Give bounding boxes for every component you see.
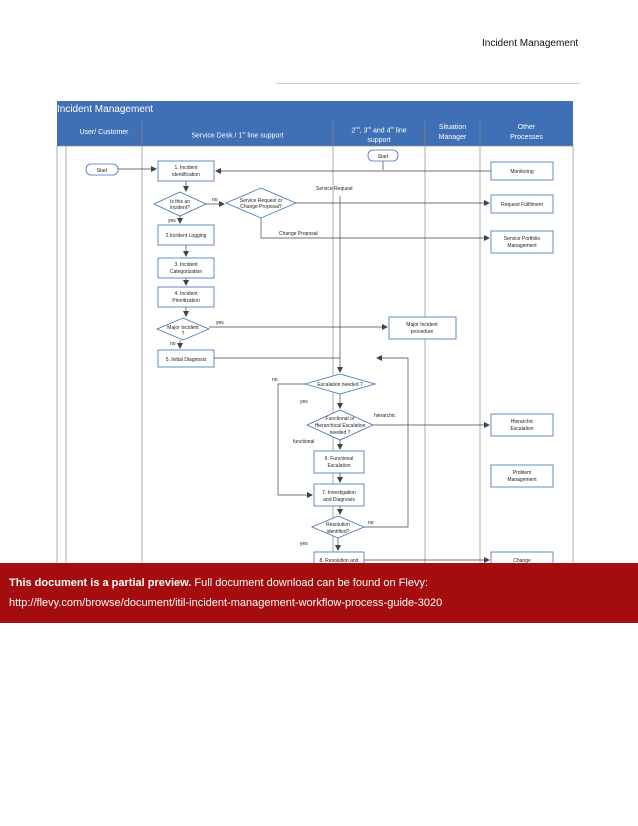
step-7-label-1: 7. Investigation bbox=[322, 490, 356, 496]
preview-banner bbox=[0, 563, 638, 623]
decision-is-incident-label-2: incident? bbox=[170, 205, 190, 211]
step-4-label-2: Prioritization bbox=[172, 298, 200, 304]
edge-label-hierarchic: hierarchic bbox=[374, 413, 396, 419]
major-incident-procedure-box bbox=[388, 316, 457, 340]
lane-header-user: User/ Customer bbox=[79, 129, 129, 136]
document-header-title: Incident Management bbox=[482, 38, 579, 49]
edge-label-yes-1: yes bbox=[168, 218, 176, 224]
pool-header bbox=[57, 101, 573, 146]
lane-header-service-desk: Service Desk / 1st line support bbox=[191, 130, 284, 140]
start-support-label: Start bbox=[378, 154, 389, 160]
decision-major-label-1: Major Incident bbox=[167, 325, 199, 331]
decision-resolution-label-1: Resolution bbox=[326, 522, 350, 528]
decision-service-request-label-1: Service Request or bbox=[240, 198, 283, 204]
service-portfolio-label-2: Management bbox=[507, 243, 537, 249]
problem-management-label-1: Problem bbox=[513, 470, 532, 476]
edge-label-change-proposal: Change Proposal bbox=[279, 231, 318, 237]
step-1-label-1: 1. Incident bbox=[174, 165, 198, 171]
step-4-box bbox=[157, 286, 215, 308]
step-3-label-2: Categorization bbox=[170, 269, 202, 275]
step-6-label-1: 6. Functional bbox=[325, 456, 354, 462]
request-fulfilment-label: Request Fulfilment bbox=[501, 202, 543, 208]
service-portfolio-label-1: Service Portfolio bbox=[504, 236, 541, 242]
decision-functional-label-1: Functional or bbox=[326, 416, 355, 422]
step-3-label-1: 3. Incident bbox=[174, 262, 198, 268]
decision-escalation-label: Escalation needed ? bbox=[317, 382, 363, 388]
edge-resolution-no-loop bbox=[364, 355, 409, 528]
decision-major-label-2: ? bbox=[182, 331, 185, 337]
monitoring-label: Monitoring bbox=[510, 169, 534, 175]
request-fulfilment-box bbox=[490, 194, 554, 214]
start-user-terminal bbox=[85, 163, 119, 176]
step-2-label: 2.Incident Logging bbox=[166, 233, 207, 239]
preview-banner-message: This document is a partial preview. Full… bbox=[9, 577, 428, 589]
edge-label-major-yes: yes bbox=[216, 320, 224, 326]
header-divider bbox=[276, 83, 580, 84]
major-procedure-label-2: procedure bbox=[411, 329, 434, 335]
edge-change-proposal bbox=[260, 218, 490, 241]
problem-management-label-2: Management bbox=[507, 477, 537, 483]
decision-is-incident-label-1: Is this an bbox=[170, 199, 190, 205]
start-user-label: Start bbox=[97, 168, 108, 174]
pool-title: Incident Management bbox=[57, 104, 154, 115]
step-3-box bbox=[157, 257, 215, 279]
problem-management-box bbox=[490, 464, 554, 488]
preview-banner-rest: Full document download can be found on F… bbox=[191, 577, 429, 589]
decision-resolution-label-2: identified? bbox=[327, 529, 350, 535]
hierarchic-escalation-box bbox=[490, 413, 554, 437]
decision-service-request-label-2: Change Proposal? bbox=[240, 204, 282, 210]
service-portfolio-box bbox=[490, 230, 554, 254]
step-1-label-2: identification bbox=[172, 172, 200, 178]
step-8-label: 8. Resolution and bbox=[320, 558, 359, 564]
edge-label-resolution-no: no bbox=[368, 520, 374, 526]
preview-banner-bold: This document is a partial preview. bbox=[9, 577, 192, 589]
edge-label-functional: functional bbox=[293, 439, 314, 445]
decision-functional-label-2: Hierarchical Escalation bbox=[315, 423, 366, 429]
step-4-label-1: 4. Incident bbox=[174, 291, 198, 297]
decision-functional-label-3: needed ? bbox=[330, 430, 351, 436]
edge-label-no-1: no bbox=[212, 197, 218, 203]
edge-label-escalation-yes: yes bbox=[300, 399, 308, 405]
change-label: Change bbox=[513, 558, 531, 564]
hierarchic-escalation-label-2: Escalation bbox=[510, 426, 533, 432]
decision-major-incident bbox=[155, 317, 211, 341]
major-procedure-label-1: Major Incident bbox=[406, 322, 438, 328]
preview-banner-url[interactable]: http://flevy.com/browse/document/itil-in… bbox=[9, 597, 443, 609]
step-1-box bbox=[157, 160, 215, 182]
edge-label-escalation-no: no bbox=[272, 377, 278, 383]
edge-label-resolution-yes: yes bbox=[300, 541, 308, 547]
step-6-label-2: Escalation bbox=[327, 463, 350, 469]
edge-escalation-no bbox=[277, 383, 313, 498]
hierarchic-escalation-label-1: Hierarchic bbox=[511, 419, 534, 425]
step-6-box bbox=[313, 450, 365, 474]
edge-label-service-request: Service Request bbox=[316, 186, 353, 192]
step-7-box bbox=[313, 483, 365, 507]
edge-label-major-no: no bbox=[170, 341, 176, 347]
step-7-label-2: and Diagnosis bbox=[323, 497, 355, 503]
step-5-label: 5. Initial Diagnosis bbox=[166, 357, 207, 363]
step-5-box bbox=[157, 349, 215, 368]
